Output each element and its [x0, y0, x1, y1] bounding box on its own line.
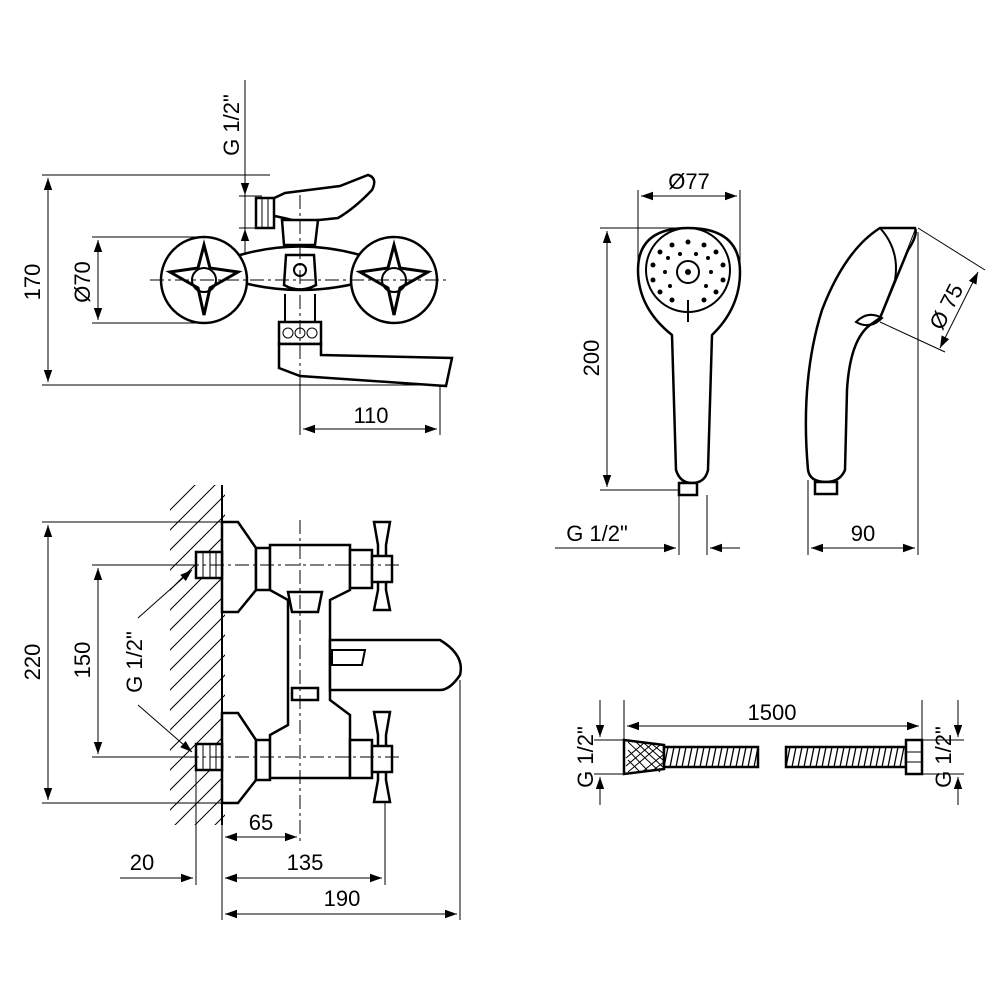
- side-view: 220 150 G 1/2" 65 20 135 190: [20, 485, 463, 920]
- shower-side-depth-label: 90: [851, 521, 875, 546]
- inlet-thread: [254, 196, 276, 230]
- shower-head-side: Ø 75 90: [804, 226, 986, 555]
- top-width-label: 110: [353, 403, 388, 428]
- shower-side-dia-label: Ø 75: [924, 280, 968, 334]
- hose-left-thread-label: G 1/2": [573, 726, 598, 788]
- total-depth-label: 190: [324, 886, 361, 911]
- handle-depth-label: 135: [287, 850, 324, 875]
- shower-head-front: Ø77 200 G 1/2": [555, 169, 742, 555]
- shower-thread-label: G 1/2": [566, 521, 628, 546]
- lever-handle: [268, 173, 376, 224]
- spout-depth-label: 65: [249, 810, 273, 835]
- upper-cross-handle: [370, 520, 394, 612]
- shower-length-label: 200: [579, 340, 604, 377]
- hose-right-thread-label: G 1/2": [931, 726, 956, 788]
- shower-dia-label: Ø77: [668, 169, 710, 194]
- top-height-label: 170: [20, 264, 45, 301]
- shower-holder: [286, 590, 324, 614]
- hose-length-label: 1500: [748, 700, 797, 725]
- wall-offset-label: 20: [130, 850, 154, 875]
- spray-nozzles: [650, 239, 726, 303]
- lower-flange: [220, 711, 258, 805]
- side-thread-label: G 1/2": [122, 631, 147, 693]
- top-inlet-label: G 1/2": [219, 94, 244, 156]
- front-view: 170 Ø70 G 1/2" 110: [20, 80, 454, 435]
- spacing-label: 150: [70, 642, 95, 679]
- hose-segment-left: [662, 745, 760, 769]
- shower-side-outline: [804, 226, 917, 484]
- spout: [277, 342, 454, 388]
- hose-nut: [904, 738, 924, 776]
- wall-hatch: [170, 485, 225, 825]
- handle-diameter-label: Ø70: [70, 261, 95, 303]
- side-spout: [328, 638, 463, 692]
- shower-hose: 1500 G 1/2" G 1/2": [573, 700, 964, 805]
- lower-cross-handle: [370, 710, 394, 804]
- side-height-label: 220: [20, 644, 45, 681]
- upper-flange: [220, 520, 258, 614]
